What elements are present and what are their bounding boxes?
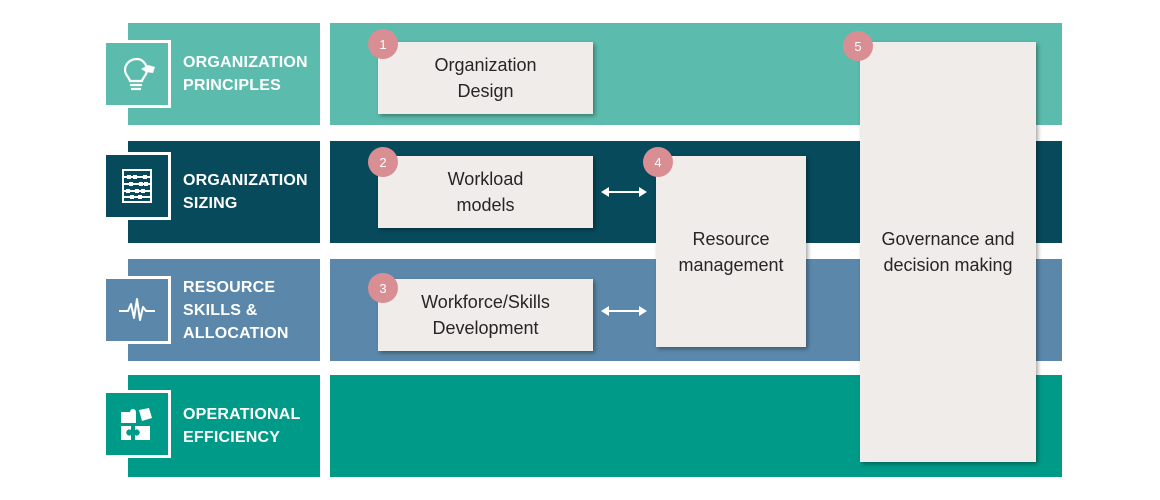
box-workforce-skills-development: Workforce/Skills Development	[378, 279, 593, 351]
box-governance-decision-making: Governance and decision making	[860, 42, 1036, 462]
puzzle-icon	[103, 390, 171, 458]
row-label-organization-principles: ORGANIZATION PRINCIPLES	[183, 54, 308, 94]
step-badge-1: 1	[368, 29, 398, 59]
double-arrow-workforce-resource	[601, 306, 647, 316]
abacus-icon	[103, 152, 171, 220]
row-label-organization-sizing: ORGANIZATION SIZING	[183, 172, 308, 212]
lightbulb-icon	[103, 40, 171, 108]
box-resource-management: Resource management	[656, 156, 806, 347]
step-badge-5: 5	[843, 31, 873, 61]
step-badge-3: 3	[368, 273, 398, 303]
row-label-operational-efficiency: OPERATIONAL EFFICIENCY	[183, 406, 301, 446]
double-arrow-workload-resource	[601, 187, 647, 197]
row-label-resource-skills-allocation: RESOURCE SKILLS & ALLOCATION	[183, 278, 289, 342]
heartbeat-icon	[103, 276, 171, 344]
box-organization-design: Organization Design	[378, 42, 593, 114]
box-workload-models: Workload models	[378, 156, 593, 228]
step-badge-2: 2	[368, 147, 398, 177]
step-badge-4: 4	[643, 147, 673, 177]
